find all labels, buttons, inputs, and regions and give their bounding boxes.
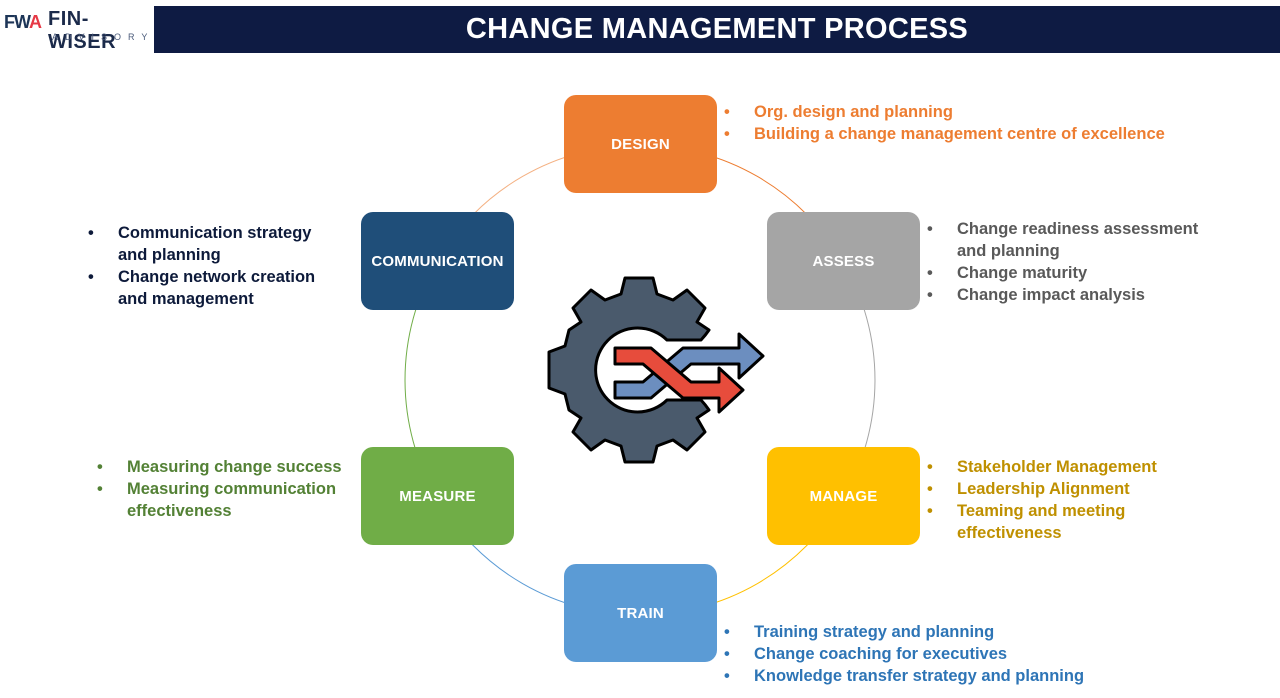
list-item: Change network creation and management xyxy=(88,266,343,310)
gear-shuffle-arrows-icon xyxy=(547,276,765,464)
list-item: Change maturity xyxy=(927,262,1227,284)
page-title: CHANGE MANAGEMENT PROCESS xyxy=(154,6,1280,53)
list-item: Communication strategy and planning xyxy=(88,222,343,266)
list-item: Building a change management centre of e… xyxy=(724,123,1264,145)
list-item: Change readiness assessment and planning xyxy=(927,218,1227,262)
step-design-label: DESIGN xyxy=(611,135,670,153)
step-assess: ASSESS xyxy=(767,212,920,310)
list-item: Leadership Alignment xyxy=(927,478,1187,500)
list-item: Teaming and meeting effectiveness xyxy=(927,500,1187,544)
list-item: Change impact analysis xyxy=(927,284,1227,306)
list-item: Measuring communication effectiveness xyxy=(97,478,359,522)
step-assess-label: ASSESS xyxy=(812,252,875,270)
company-logo: FWA FIN-WISER ADVISORY xyxy=(0,0,150,53)
step-manage-label: MANAGE xyxy=(809,487,878,505)
list-item: Measuring change success xyxy=(97,456,359,478)
logo-name: FIN-WISER xyxy=(48,8,117,53)
measure-bullets: Measuring change success Measuring commu… xyxy=(97,456,359,522)
train-bullets: Training strategy and planning Change co… xyxy=(724,621,1204,687)
step-design: DESIGN xyxy=(564,95,717,193)
list-item: Stakeholder Management xyxy=(927,456,1187,478)
logo-subtitle: ADVISORY xyxy=(52,32,155,42)
assess-bullets: Change readiness assessment and planning… xyxy=(927,218,1227,306)
design-bullets: Org. design and planning Building a chan… xyxy=(724,101,1264,145)
step-measure-label: MEASURE xyxy=(399,487,476,505)
manage-bullets: Stakeholder Management Leadership Alignm… xyxy=(927,456,1187,544)
step-train-label: TRAIN xyxy=(617,604,664,622)
list-item: Org. design and planning xyxy=(724,101,1264,123)
step-communication: COMMUNICATION xyxy=(361,212,514,310)
communication-bullets: Communication strategy and planning Chan… xyxy=(88,222,343,310)
step-communication-label: COMMUNICATION xyxy=(371,252,504,270)
list-item: Knowledge transfer strategy and planning xyxy=(724,665,1204,687)
step-manage: MANAGE xyxy=(767,447,920,545)
step-train: TRAIN xyxy=(564,564,717,662)
logo-mark: FWA xyxy=(4,12,42,32)
list-item: Change coaching for executives xyxy=(724,643,1204,665)
step-measure: MEASURE xyxy=(361,447,514,545)
list-item: Training strategy and planning xyxy=(724,621,1204,643)
